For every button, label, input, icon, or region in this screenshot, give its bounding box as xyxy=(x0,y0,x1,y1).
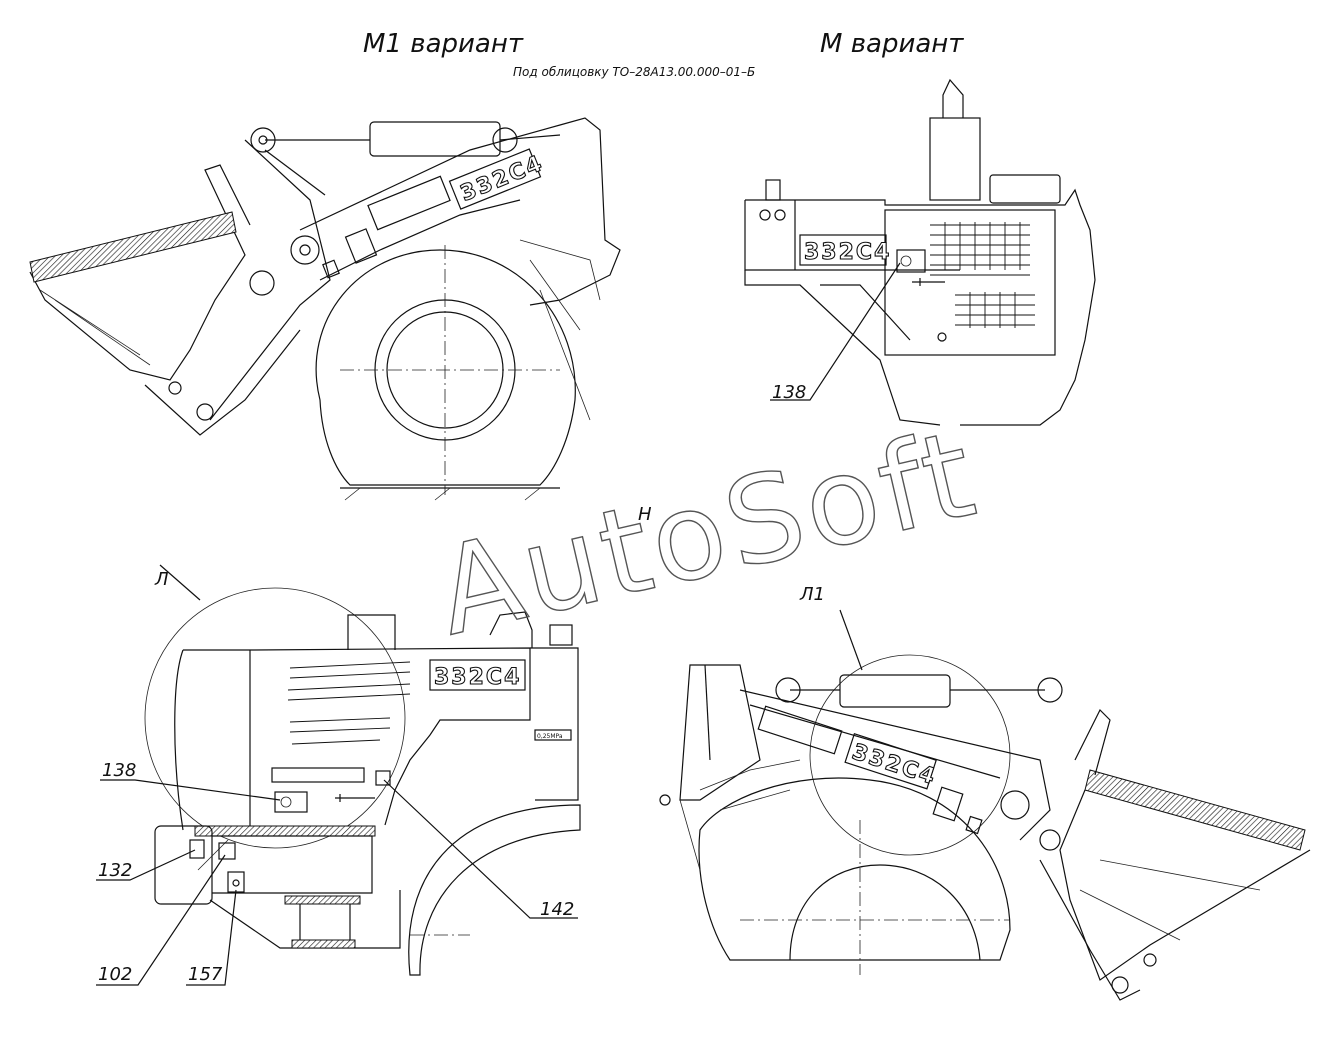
detail-circle-l xyxy=(144,587,406,849)
facing-note: Под облицовку ТО–28А13.00.000–01–Б xyxy=(513,65,755,79)
callout-138-left: 138 xyxy=(102,760,136,781)
decal-132-l xyxy=(189,839,205,859)
model-plate-m1: 332C4 xyxy=(457,151,547,207)
callout-132: 132 xyxy=(98,860,132,881)
view-m1-loader: 332C4 xyxy=(29,117,621,501)
grille-m xyxy=(930,222,1035,328)
section-mark-n: Н xyxy=(638,504,652,525)
detail-circle-l1 xyxy=(809,654,1011,856)
decal-157-l xyxy=(227,871,245,893)
decal-142-l xyxy=(375,770,391,786)
decal-102-l xyxy=(218,842,236,860)
variant-m1-title: M1 вариант xyxy=(363,29,524,59)
decal-138-m xyxy=(896,249,926,273)
model-plate-m: 332C4 xyxy=(804,240,891,265)
pressure-plate: 0,25MPa xyxy=(537,733,563,740)
bucket-cutting-edge-m1 xyxy=(29,211,237,283)
grille-l xyxy=(287,661,411,745)
frame-band-l xyxy=(194,825,376,837)
variant-m-title: M вариант xyxy=(820,29,964,59)
callout-138-top: 138 xyxy=(772,382,806,403)
model-plate-l: 332C4 xyxy=(434,665,521,690)
callout-102: 102 xyxy=(98,964,132,985)
view-label-l1: Л1 xyxy=(799,584,825,605)
view-l1-loader: Л1 332C4 xyxy=(659,584,1311,1001)
callout-142: 142 xyxy=(540,899,574,920)
decal-138-l xyxy=(274,791,308,813)
view-m-rear: 332C4 138 xyxy=(744,78,1096,426)
view-label-l: Л xyxy=(154,569,169,590)
bucket-cutting-edge-l1 xyxy=(1084,769,1306,851)
watermark: AutoSoft xyxy=(425,404,990,663)
callout-157: 157 xyxy=(188,964,223,985)
view-l-side: Л 332C4 0,25MPa xyxy=(96,564,581,986)
